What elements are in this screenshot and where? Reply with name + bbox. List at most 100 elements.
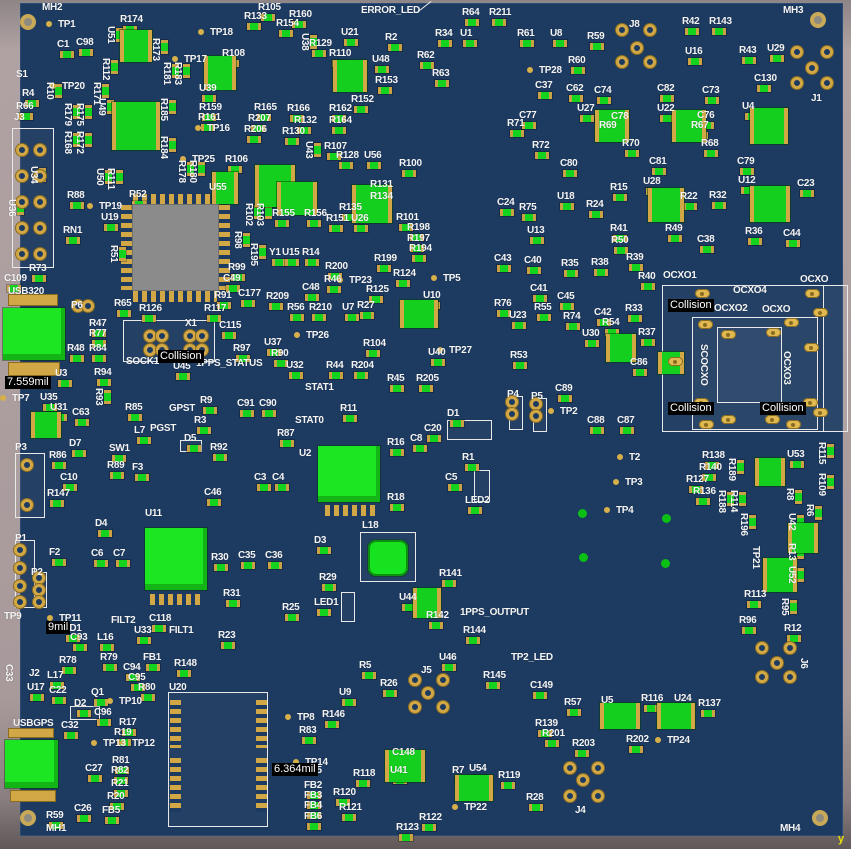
passive-component[interactable]: [7, 285, 21, 292]
passive-component[interactable]: [633, 369, 647, 376]
passive-component[interactable]: [202, 95, 216, 102]
passive-component[interactable]: [590, 427, 604, 434]
passive-component[interactable]: [641, 339, 655, 346]
testpoint[interactable]: [47, 615, 53, 621]
passive-component[interactable]: [207, 499, 221, 506]
passive-component[interactable]: [629, 746, 643, 753]
passive-component[interactable]: [112, 455, 126, 462]
passive-component[interactable]: [241, 562, 255, 569]
passive-component[interactable]: [629, 264, 643, 271]
passive-component[interactable]: [292, 21, 306, 28]
passive-component[interactable]: [466, 637, 480, 644]
passive-component[interactable]: [594, 269, 608, 276]
passive-component[interactable]: [332, 115, 346, 122]
passive-component[interactable]: [429, 622, 443, 629]
passive-component[interactable]: [390, 449, 404, 456]
passive-component[interactable]: [620, 427, 634, 434]
ic-chip[interactable]: [657, 703, 695, 729]
passive-component[interactable]: [201, 124, 215, 131]
testpoint[interactable]: [180, 156, 186, 162]
passive-component[interactable]: [60, 51, 74, 58]
passive-component[interactable]: [757, 85, 771, 92]
passive-component[interactable]: [198, 162, 205, 176]
testpoint[interactable]: [604, 507, 610, 513]
passive-component[interactable]: [327, 286, 341, 293]
passive-component[interactable]: [399, 834, 413, 841]
passive-component[interactable]: [354, 372, 368, 379]
passive-component[interactable]: [741, 187, 755, 194]
passive-component[interactable]: [107, 100, 114, 114]
ic-chip[interactable]: [352, 185, 392, 223]
passive-component[interactable]: [468, 507, 482, 514]
passive-component[interactable]: [375, 66, 389, 73]
passive-component[interactable]: [383, 690, 397, 697]
passive-component[interactable]: [704, 150, 718, 157]
passive-component[interactable]: [613, 235, 627, 242]
component-block[interactable]: [3, 308, 65, 360]
passive-component[interactable]: [497, 310, 511, 317]
passive-component[interactable]: [465, 19, 479, 26]
passive-component[interactable]: [275, 484, 289, 491]
ic-chip[interactable]: [455, 775, 493, 801]
passive-component[interactable]: [545, 740, 559, 747]
passive-component[interactable]: [329, 225, 343, 232]
passive-component[interactable]: [492, 19, 506, 26]
passive-component[interactable]: [52, 559, 66, 566]
testpoint[interactable]: [337, 277, 343, 283]
passive-component[interactable]: [297, 127, 311, 134]
passive-component[interactable]: [435, 80, 449, 87]
passive-component[interactable]: [226, 285, 240, 292]
passive-component[interactable]: [66, 237, 80, 244]
passive-component[interactable]: [827, 444, 834, 458]
passive-component[interactable]: [797, 568, 804, 582]
ic-chip[interactable]: [600, 703, 640, 729]
passive-component[interactable]: [589, 211, 603, 218]
testpoint[interactable]: [107, 698, 113, 704]
passive-component[interactable]: [742, 57, 756, 64]
passive-component[interactable]: [553, 40, 567, 47]
passive-component[interactable]: [176, 373, 190, 380]
passive-component[interactable]: [625, 150, 639, 157]
testpoint[interactable]: [50, 83, 56, 89]
testpoint[interactable]: [285, 714, 291, 720]
testpoint[interactable]: [613, 479, 619, 485]
passive-component[interactable]: [712, 202, 726, 209]
passive-component[interactable]: [569, 95, 583, 102]
passive-component[interactable]: [800, 190, 814, 197]
passive-component[interactable]: [747, 601, 761, 608]
ic-chip[interactable]: [212, 172, 238, 204]
passive-component[interactable]: [100, 644, 114, 651]
passive-component[interactable]: [378, 87, 392, 94]
passive-component[interactable]: [285, 259, 299, 266]
passive-component[interactable]: [110, 803, 124, 810]
passive-component[interactable]: [571, 67, 585, 74]
passive-component[interactable]: [79, 49, 93, 56]
testpoint[interactable]: [120, 740, 126, 746]
passive-component[interactable]: [336, 799, 350, 806]
passive-component[interactable]: [740, 168, 754, 175]
passive-component[interactable]: [522, 122, 536, 129]
passive-component[interactable]: [122, 729, 136, 736]
passive-component[interactable]: [322, 584, 336, 591]
passive-component[interactable]: [73, 133, 80, 147]
passive-component[interactable]: [183, 64, 190, 78]
testpoint[interactable]: [655, 737, 661, 743]
passive-component[interactable]: [285, 138, 299, 145]
passive-component[interactable]: [520, 40, 534, 47]
testpoint[interactable]: [548, 408, 554, 414]
passive-component[interactable]: [73, 644, 87, 651]
passive-component[interactable]: [712, 28, 726, 35]
passive-component[interactable]: [88, 775, 102, 782]
ic-chip[interactable]: [595, 110, 629, 142]
passive-component[interactable]: [510, 130, 524, 137]
passive-component[interactable]: [94, 699, 108, 706]
ic-chip[interactable]: [400, 300, 438, 328]
passive-component[interactable]: [590, 43, 604, 50]
passive-component[interactable]: [290, 314, 304, 321]
passive-component[interactable]: [641, 283, 655, 290]
passive-component[interactable]: [169, 100, 176, 114]
passive-component[interactable]: [512, 322, 526, 329]
passive-component[interactable]: [567, 709, 581, 716]
passive-component[interactable]: [146, 664, 160, 671]
passive-component[interactable]: [312, 314, 326, 321]
